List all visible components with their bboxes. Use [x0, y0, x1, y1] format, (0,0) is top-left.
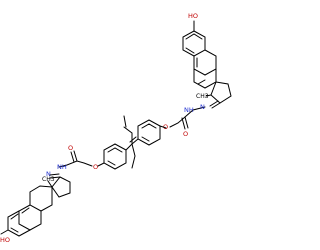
top-ring-d: [210, 81, 232, 104]
bottom-ring-d: [51, 176, 71, 198]
left-ether-bond: [97, 162, 105, 167]
central-double-bond: [125, 136, 139, 151]
top-nh-label: NH: [184, 106, 194, 114]
top-ring-double-bonds: [196, 57, 206, 85]
upper-ethyl: [123, 115, 133, 145]
top-ring-a: [182, 30, 206, 57]
top-carbonyl-o-label: O: [183, 130, 188, 138]
top-carbonyl-bond: [181, 116, 189, 130]
bottom-steroid-unit: CH3 HO: [0, 173, 71, 244]
bottom-n-label: N: [46, 170, 51, 178]
bottom-methyl-label: CH3: [42, 176, 55, 183]
top-n-label: N: [200, 103, 205, 111]
bottom-hydrazone-bond: [49, 173, 61, 179]
right-phenyl-ring: [137, 119, 161, 146]
bottom-ether-o-label: O: [93, 163, 98, 171]
bottom-carbonyl-o-label: O: [68, 144, 73, 152]
top-methyl-bond: [205, 94, 212, 97]
top-linker: N NH O O: [163, 103, 206, 138]
top-methyl-label: CH3: [196, 93, 209, 100]
top-hydroxyl-label: HO: [188, 12, 198, 20]
bottom-hydroxyl-label: HO: [0, 236, 10, 244]
right-ether-bond: [159, 125, 167, 129]
bottom-methyl-bond: [47, 180, 53, 188]
stilbene-core: [97, 115, 167, 170]
top-steroid-unit: HO CH3: [182, 12, 232, 109]
bottom-ring-b: [18, 204, 42, 231]
bottom-nh-label: NH: [57, 163, 67, 171]
chemical-structure: HO CH3 N NH O O O O NH N: [0, 12, 232, 244]
bottom-carbonyl-bond: [70, 150, 78, 163]
lower-ethyl: [131, 143, 136, 169]
top-hydrazone-bond: [209, 100, 221, 109]
top-ring-c: [193, 68, 217, 89]
top-ether-o-label: O: [163, 123, 168, 131]
left-phenyl-ring: [103, 143, 127, 170]
bottom-linker: O O NH N: [46, 144, 98, 178]
bottom-hydroxyl-bond: [0, 229, 9, 235]
bottom-ring-c: [29, 185, 53, 212]
top-ring-b: [193, 49, 217, 76]
